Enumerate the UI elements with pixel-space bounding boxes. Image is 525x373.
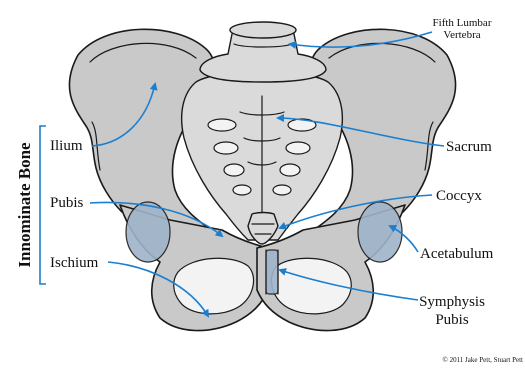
pelvis-bone bbox=[69, 22, 455, 331]
side-title: Innominate Bone bbox=[15, 142, 34, 268]
label-ischium: Ischium bbox=[50, 255, 99, 271]
left-obturator-foramen bbox=[174, 258, 254, 314]
label-symphysis-line2: Pubis bbox=[435, 312, 469, 328]
copyright-note: © 2011 Jake Pett, Stuart Pett bbox=[443, 356, 524, 364]
innominate-bracket bbox=[40, 126, 46, 284]
right-acetabulum-fossa bbox=[358, 202, 402, 262]
label-fifth-lumbar-line2: Vertebra bbox=[443, 29, 480, 41]
label-ilium: Ilium bbox=[50, 138, 83, 154]
label-symphysis-line1: Symphysis bbox=[419, 294, 485, 310]
label-pubis: Pubis bbox=[50, 195, 84, 211]
symphysis-cartilage bbox=[266, 250, 278, 294]
label-coccyx: Coccyx bbox=[436, 188, 482, 204]
label-acetabulum: Acetabulum bbox=[420, 246, 494, 262]
label-sacrum: Sacrum bbox=[446, 139, 492, 155]
label-fifth-lumbar-line1: Fifth Lumbar bbox=[433, 17, 492, 29]
left-acetabulum-fossa bbox=[126, 202, 170, 262]
